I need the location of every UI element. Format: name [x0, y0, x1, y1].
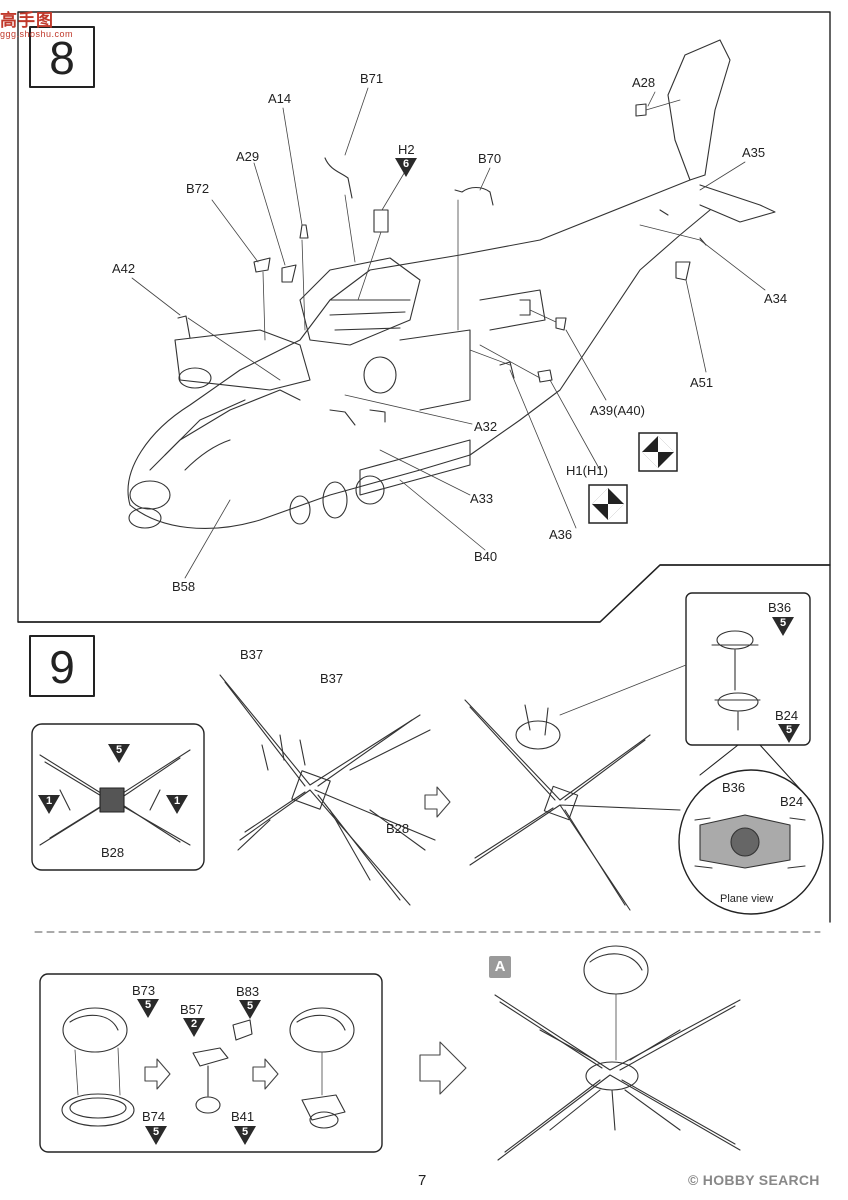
page-number: 7	[418, 1172, 427, 1189]
badge-b73: 5	[137, 999, 159, 1019]
label-a33: A33	[470, 491, 494, 506]
step8-frame	[17, 11, 831, 623]
hub-inset-parts	[711, 630, 761, 731]
badge-b28-right: 1	[166, 795, 188, 815]
badge-b74: 5	[145, 1126, 167, 1146]
badge-b41: 5	[234, 1126, 256, 1146]
badge-h2: 6	[395, 158, 417, 178]
site-logo: 高手图 ggg.shoshu.com	[0, 6, 73, 39]
assembly-marker-a: A	[489, 956, 511, 978]
badge-b57: 2	[183, 1018, 205, 1038]
main-rotor-view-2	[464, 664, 687, 911]
step9-frame	[17, 564, 831, 923]
label-b70: B70	[478, 151, 502, 166]
label-a34: A34	[764, 291, 788, 306]
plane-view-parts	[694, 814, 806, 869]
label-a32: A32	[474, 419, 498, 434]
label-b71: B71	[360, 71, 384, 86]
label-a29: A29	[236, 149, 260, 164]
sub-arrow-3	[419, 1041, 467, 1095]
step8-parts	[177, 103, 707, 426]
label-b28-main: B28	[386, 821, 410, 836]
label-h1: H1(H1)	[566, 463, 608, 478]
label-a51: A51	[690, 375, 714, 390]
badge-b36-inset: 5	[772, 617, 794, 637]
label-b73: B73	[132, 983, 156, 998]
step9-number-box	[29, 635, 95, 697]
label-a42: A42	[112, 261, 136, 276]
plane-view-circle	[678, 769, 824, 915]
label-b36-plane: B36	[722, 780, 746, 795]
watermark: © HOBBY SEARCH	[688, 1172, 820, 1188]
label-b37-left: B37	[240, 647, 264, 662]
b28-detail-box	[31, 723, 205, 871]
plane-view-caption: Plane view	[720, 893, 774, 905]
sub-assembly-parts	[61, 1007, 355, 1129]
label-b28-detail: B28	[101, 845, 125, 860]
final-rotor-assembly	[494, 945, 741, 1161]
helicopter-body	[127, 39, 776, 529]
label-a28: A28	[632, 75, 656, 90]
label-b24-inset: B24	[775, 708, 799, 723]
label-a14: A14	[268, 91, 292, 106]
label-a39: A39(A40)	[590, 403, 645, 418]
step9-arrow-1	[424, 786, 451, 818]
label-b58: B58	[172, 579, 196, 594]
main-rotor-view-1	[219, 674, 436, 906]
label-b24-plane: B24	[780, 794, 804, 809]
reference-marker-h1	[588, 484, 628, 524]
badge-b83: 5	[239, 1000, 261, 1020]
site-logo-chinese: 高手图	[0, 11, 54, 31]
label-a35: A35	[742, 145, 766, 160]
reference-marker-a39	[638, 432, 678, 472]
label-b74: B74	[142, 1109, 166, 1124]
label-b83: B83	[236, 984, 260, 999]
hub-inset-box	[685, 592, 811, 746]
step8-leaders	[131, 87, 766, 579]
label-h2: H2	[398, 142, 415, 157]
b28-detail-rotor	[39, 749, 191, 846]
label-b41: B41	[231, 1109, 255, 1124]
label-b37-right: B37	[320, 671, 344, 686]
site-logo-url: ggg.shoshu.com	[0, 29, 74, 39]
step8-number: 8	[49, 32, 75, 84]
sub-assembly-box	[39, 973, 383, 1153]
sub-arrow-2	[252, 1058, 279, 1090]
label-a36: A36	[549, 527, 573, 542]
badge-b24-inset: 5	[778, 724, 800, 744]
label-b40: B40	[474, 549, 498, 564]
badge-b28-left: 1	[38, 795, 60, 815]
step8-number-box	[29, 26, 95, 88]
label-b57: B57	[180, 1002, 204, 1017]
sub-arrow-1	[144, 1058, 171, 1090]
badge-b28-top: 5	[108, 744, 130, 764]
step9-number: 9	[49, 641, 75, 693]
label-b72: B72	[186, 181, 210, 196]
label-b36-inset: B36	[768, 600, 792, 615]
